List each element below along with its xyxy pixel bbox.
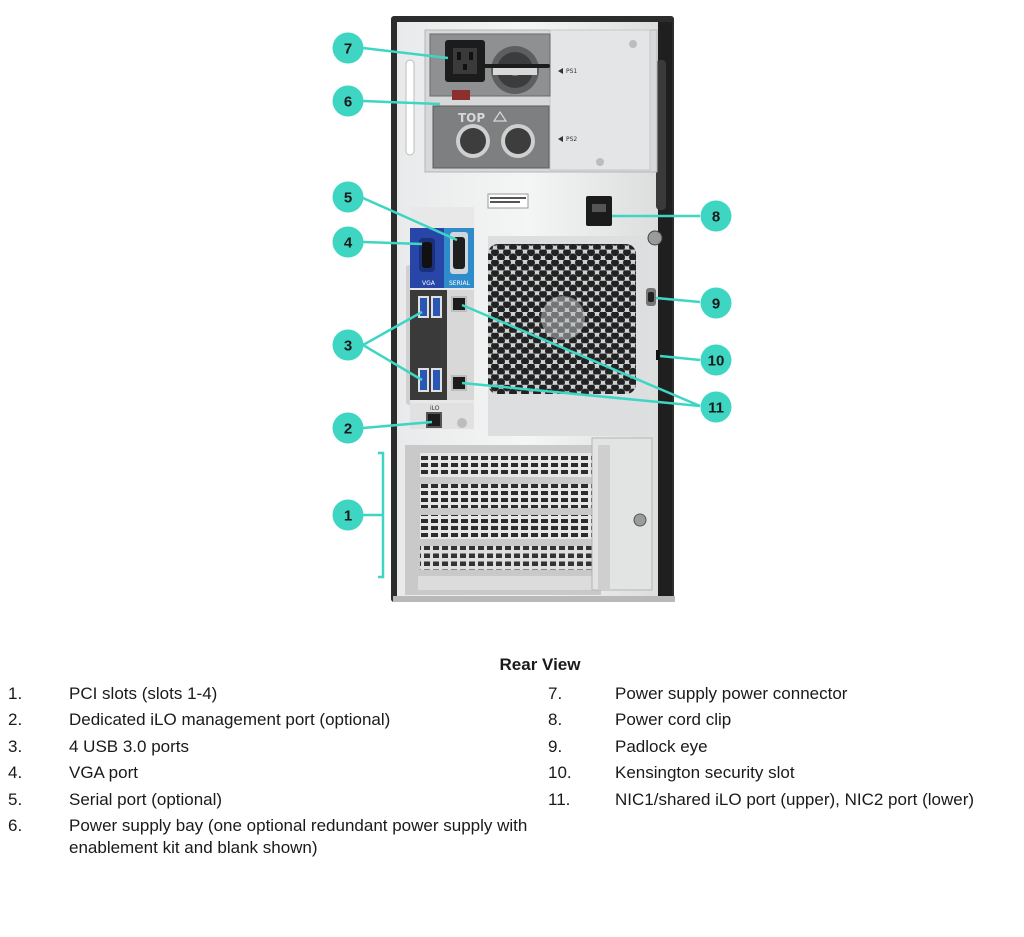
callout-9: 9 (700, 287, 732, 319)
psu-label-ps1: PS1 (566, 68, 577, 75)
vga-label: VGA (422, 280, 436, 287)
svg-text:1: 1 (344, 508, 352, 525)
psu-fan (480, 46, 550, 94)
legend-text: PCI slots (slots 1-4) (69, 684, 218, 703)
legend-number: 7. (548, 684, 563, 703)
legend-item-5: 5. Serial port (optional) (8, 787, 538, 813)
svg-text:11: 11 (708, 400, 724, 417)
callout-3: 3 (332, 329, 364, 361)
legend-left: 1. PCI slots (slots 1-4) 2. Dedicated iL… (8, 681, 538, 859)
legend-number: 11. (548, 789, 571, 809)
padlock-eye (646, 288, 656, 306)
legend-item-4: 4. VGA port (8, 760, 538, 786)
callout-7: 7 (332, 32, 364, 64)
legend-text: Power supply bay (one optional redundant… (69, 816, 528, 858)
callout-5: 5 (332, 181, 364, 213)
callout-6: 6 (332, 85, 364, 117)
legend-item-10: 10. Kensington security slot (548, 760, 1018, 786)
legend-text: VGA port (69, 763, 138, 783)
ilo-label: iLO (430, 405, 440, 412)
legend-text: Dedicated iLO management port (optional) (69, 710, 391, 730)
legend-number: 2. (8, 710, 23, 730)
svg-text:10: 10 (708, 353, 725, 370)
legend-text: Kensington security slot (615, 763, 795, 783)
legend-item-2: 2. Dedicated iLO management port (option… (8, 707, 538, 733)
usb-ports-lower (418, 368, 442, 392)
serial-label: SERIAL (449, 280, 471, 287)
legend-number: 1. (8, 684, 23, 703)
usb-ports-upper (418, 296, 442, 318)
nic2-port (451, 375, 467, 391)
vga-port (419, 238, 435, 272)
rear-fan-grill (488, 236, 648, 436)
svg-text:6: 6 (344, 94, 352, 111)
pci-slots (405, 437, 653, 595)
legend-text: Padlock eye (615, 736, 708, 756)
legend-item-9: 9. Padlock eye (548, 734, 1018, 760)
callouts: 7 6 5 4 3 2 1 8 (332, 32, 732, 531)
callout-1: 1 (332, 499, 364, 531)
svg-text:5: 5 (344, 190, 352, 207)
legend-number: 9. (548, 736, 563, 756)
io-panel: VGA SERIAL (410, 207, 474, 429)
legend-text: Power supply power connector (615, 684, 848, 703)
legend-item-3: 3. 4 USB 3.0 ports (8, 734, 538, 760)
callout-2: 2 (332, 412, 364, 444)
callout-10: 10 (700, 344, 732, 376)
legend-right: 7. Power supply power connector 8. Power… (548, 681, 1018, 813)
svg-text:8: 8 (712, 209, 720, 226)
callout-11: 11 (700, 391, 732, 423)
psu-blank: TOP (432, 105, 550, 169)
ilo-port (426, 412, 442, 428)
figure-caption: Rear View (499, 655, 581, 674)
legend-text: Power cord clip (615, 710, 732, 730)
serial-port (450, 232, 468, 274)
callout-8: 8 (700, 200, 732, 232)
power-supply-bay: PS1 TOP PS2 (424, 29, 658, 173)
legend-text: 4 USB 3.0 ports (69, 736, 190, 756)
psu-top-label: TOP (458, 111, 485, 125)
legend-text: Serial port (optional) (69, 789, 223, 809)
legend-number: 5. (8, 789, 23, 809)
legend-number: 6. (8, 816, 23, 836)
power-connector (445, 40, 485, 82)
svg-text:9: 9 (712, 296, 720, 313)
legend-number: 3. (8, 736, 23, 756)
legend-number: 10. (548, 763, 572, 783)
legend-number: 8. (548, 710, 563, 730)
svg-text:2: 2 (344, 421, 352, 438)
nic1-port (451, 296, 467, 312)
legend-item-7: 7. Power supply power connector (548, 681, 1018, 707)
callout-4: 4 (332, 226, 364, 258)
legend-number: 4. (8, 763, 23, 783)
legend-item-11: 11. NIC1/shared iLO port (upper), NIC2 p… (548, 787, 1018, 813)
svg-text:4: 4 (344, 235, 353, 252)
svg-text:3: 3 (344, 338, 352, 355)
power-cord-clip (586, 196, 612, 226)
svg-text:7: 7 (344, 41, 352, 58)
legend-text: NIC1/shared iLO port (upper), NIC2 port … (615, 789, 975, 809)
legend-item-1: 1. PCI slots (slots 1-4) (8, 681, 538, 707)
psu-label-ps2: PS2 (566, 136, 577, 143)
legend-item-8: 8. Power cord clip (548, 707, 1018, 733)
kensington-slot (656, 350, 660, 360)
leader-lines (362, 46, 701, 579)
legend-item-6: 6. Power supply bay (one optional redund… (8, 813, 538, 859)
server-rear-view-diagram: PS1 TOP PS2 (332, 16, 732, 602)
